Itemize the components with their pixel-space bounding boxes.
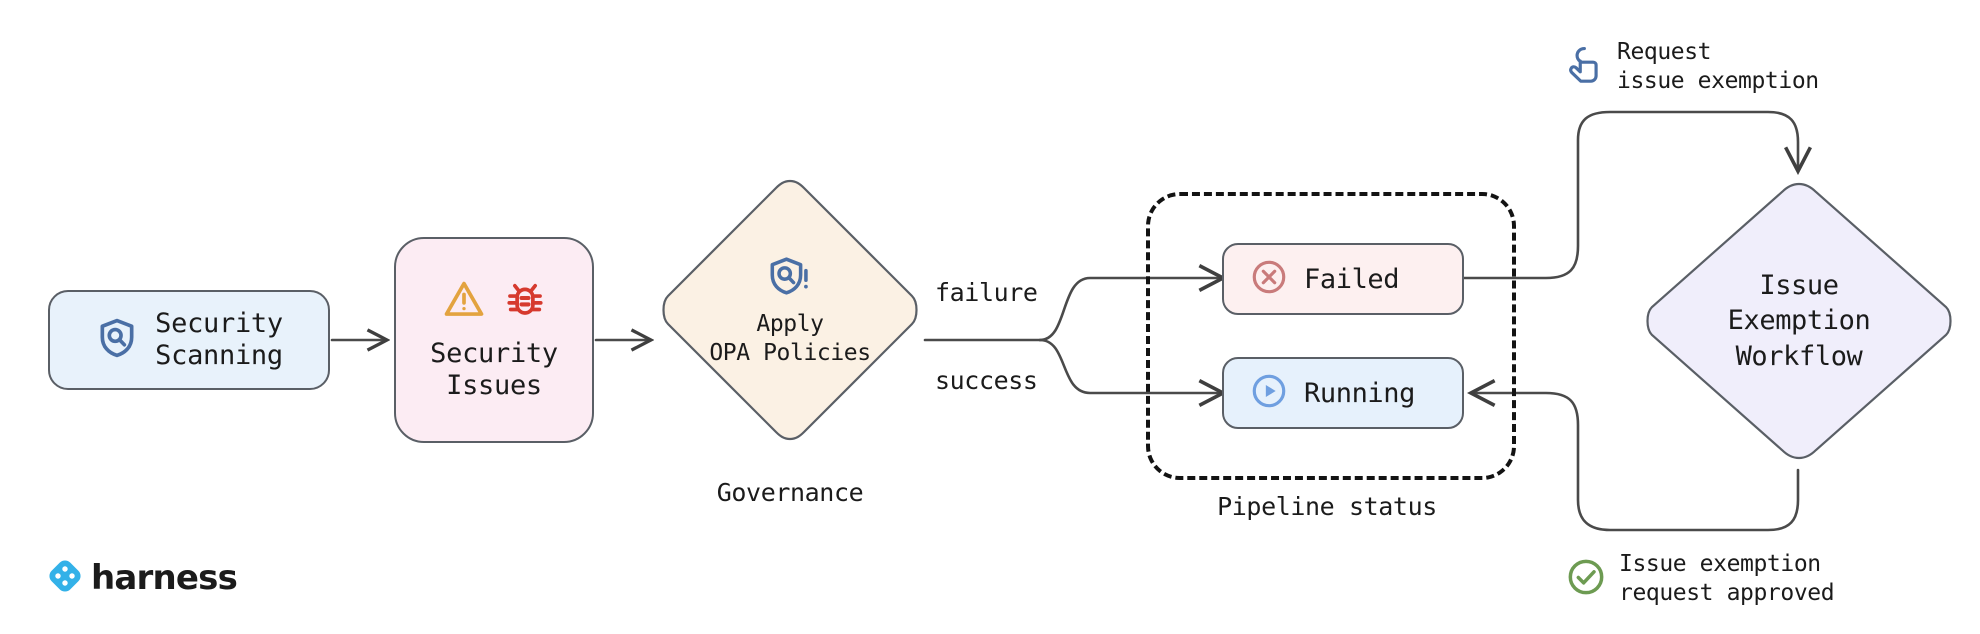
diamond-shape xyxy=(662,179,918,441)
node-label: Security Scanning xyxy=(155,308,283,371)
click-hand-icon xyxy=(1566,44,1604,90)
warning-triangle-icon xyxy=(442,278,486,324)
annotation-request-approved: Issue exemption request approved xyxy=(1566,550,1835,608)
play-circle-icon xyxy=(1250,372,1288,414)
harness-wordmark: harness xyxy=(91,558,238,598)
annotation-text: Issue exemption request approved xyxy=(1619,551,1835,606)
node-security-issues[interactable]: Security Issues xyxy=(394,237,594,443)
node-label: Security Issues xyxy=(430,337,558,401)
node-running[interactable]: Running xyxy=(1222,357,1464,429)
shield-search-icon xyxy=(95,315,139,365)
shield-alert-icon xyxy=(767,252,813,304)
status-label: Running xyxy=(1304,377,1415,409)
harness-diamond-logo xyxy=(48,559,82,597)
edge-label-success: success xyxy=(932,366,1041,395)
annotation-text: Request issue exemption xyxy=(1617,39,1819,94)
annotation-request-exemption: Request issue exemption xyxy=(1566,38,1819,96)
edge-label-failure: failure xyxy=(932,278,1041,307)
status-label: Failed xyxy=(1304,263,1400,295)
security-issue-icons xyxy=(442,278,546,324)
node-security-scanning[interactable]: Security Scanning xyxy=(48,290,330,390)
node-governance[interactable]: Apply OPA Policies xyxy=(655,175,925,445)
check-circle-icon xyxy=(1566,557,1606,601)
harness-logo: harness xyxy=(48,558,238,598)
node-label: Apply OPA Policies xyxy=(709,311,871,366)
pipeline-status-caption: Pipeline status xyxy=(1217,492,1437,521)
governance-caption: Governance xyxy=(716,478,864,507)
x-circle-icon xyxy=(1250,258,1288,300)
pipeline-status-group xyxy=(1146,192,1516,480)
node-failed[interactable]: Failed xyxy=(1222,243,1464,315)
node-issue-exemption-workflow[interactable]: Issue Exemption Workflow xyxy=(1638,178,1960,464)
node-label: Issue Exemption Workflow xyxy=(1727,270,1871,372)
bug-icon xyxy=(504,278,546,324)
